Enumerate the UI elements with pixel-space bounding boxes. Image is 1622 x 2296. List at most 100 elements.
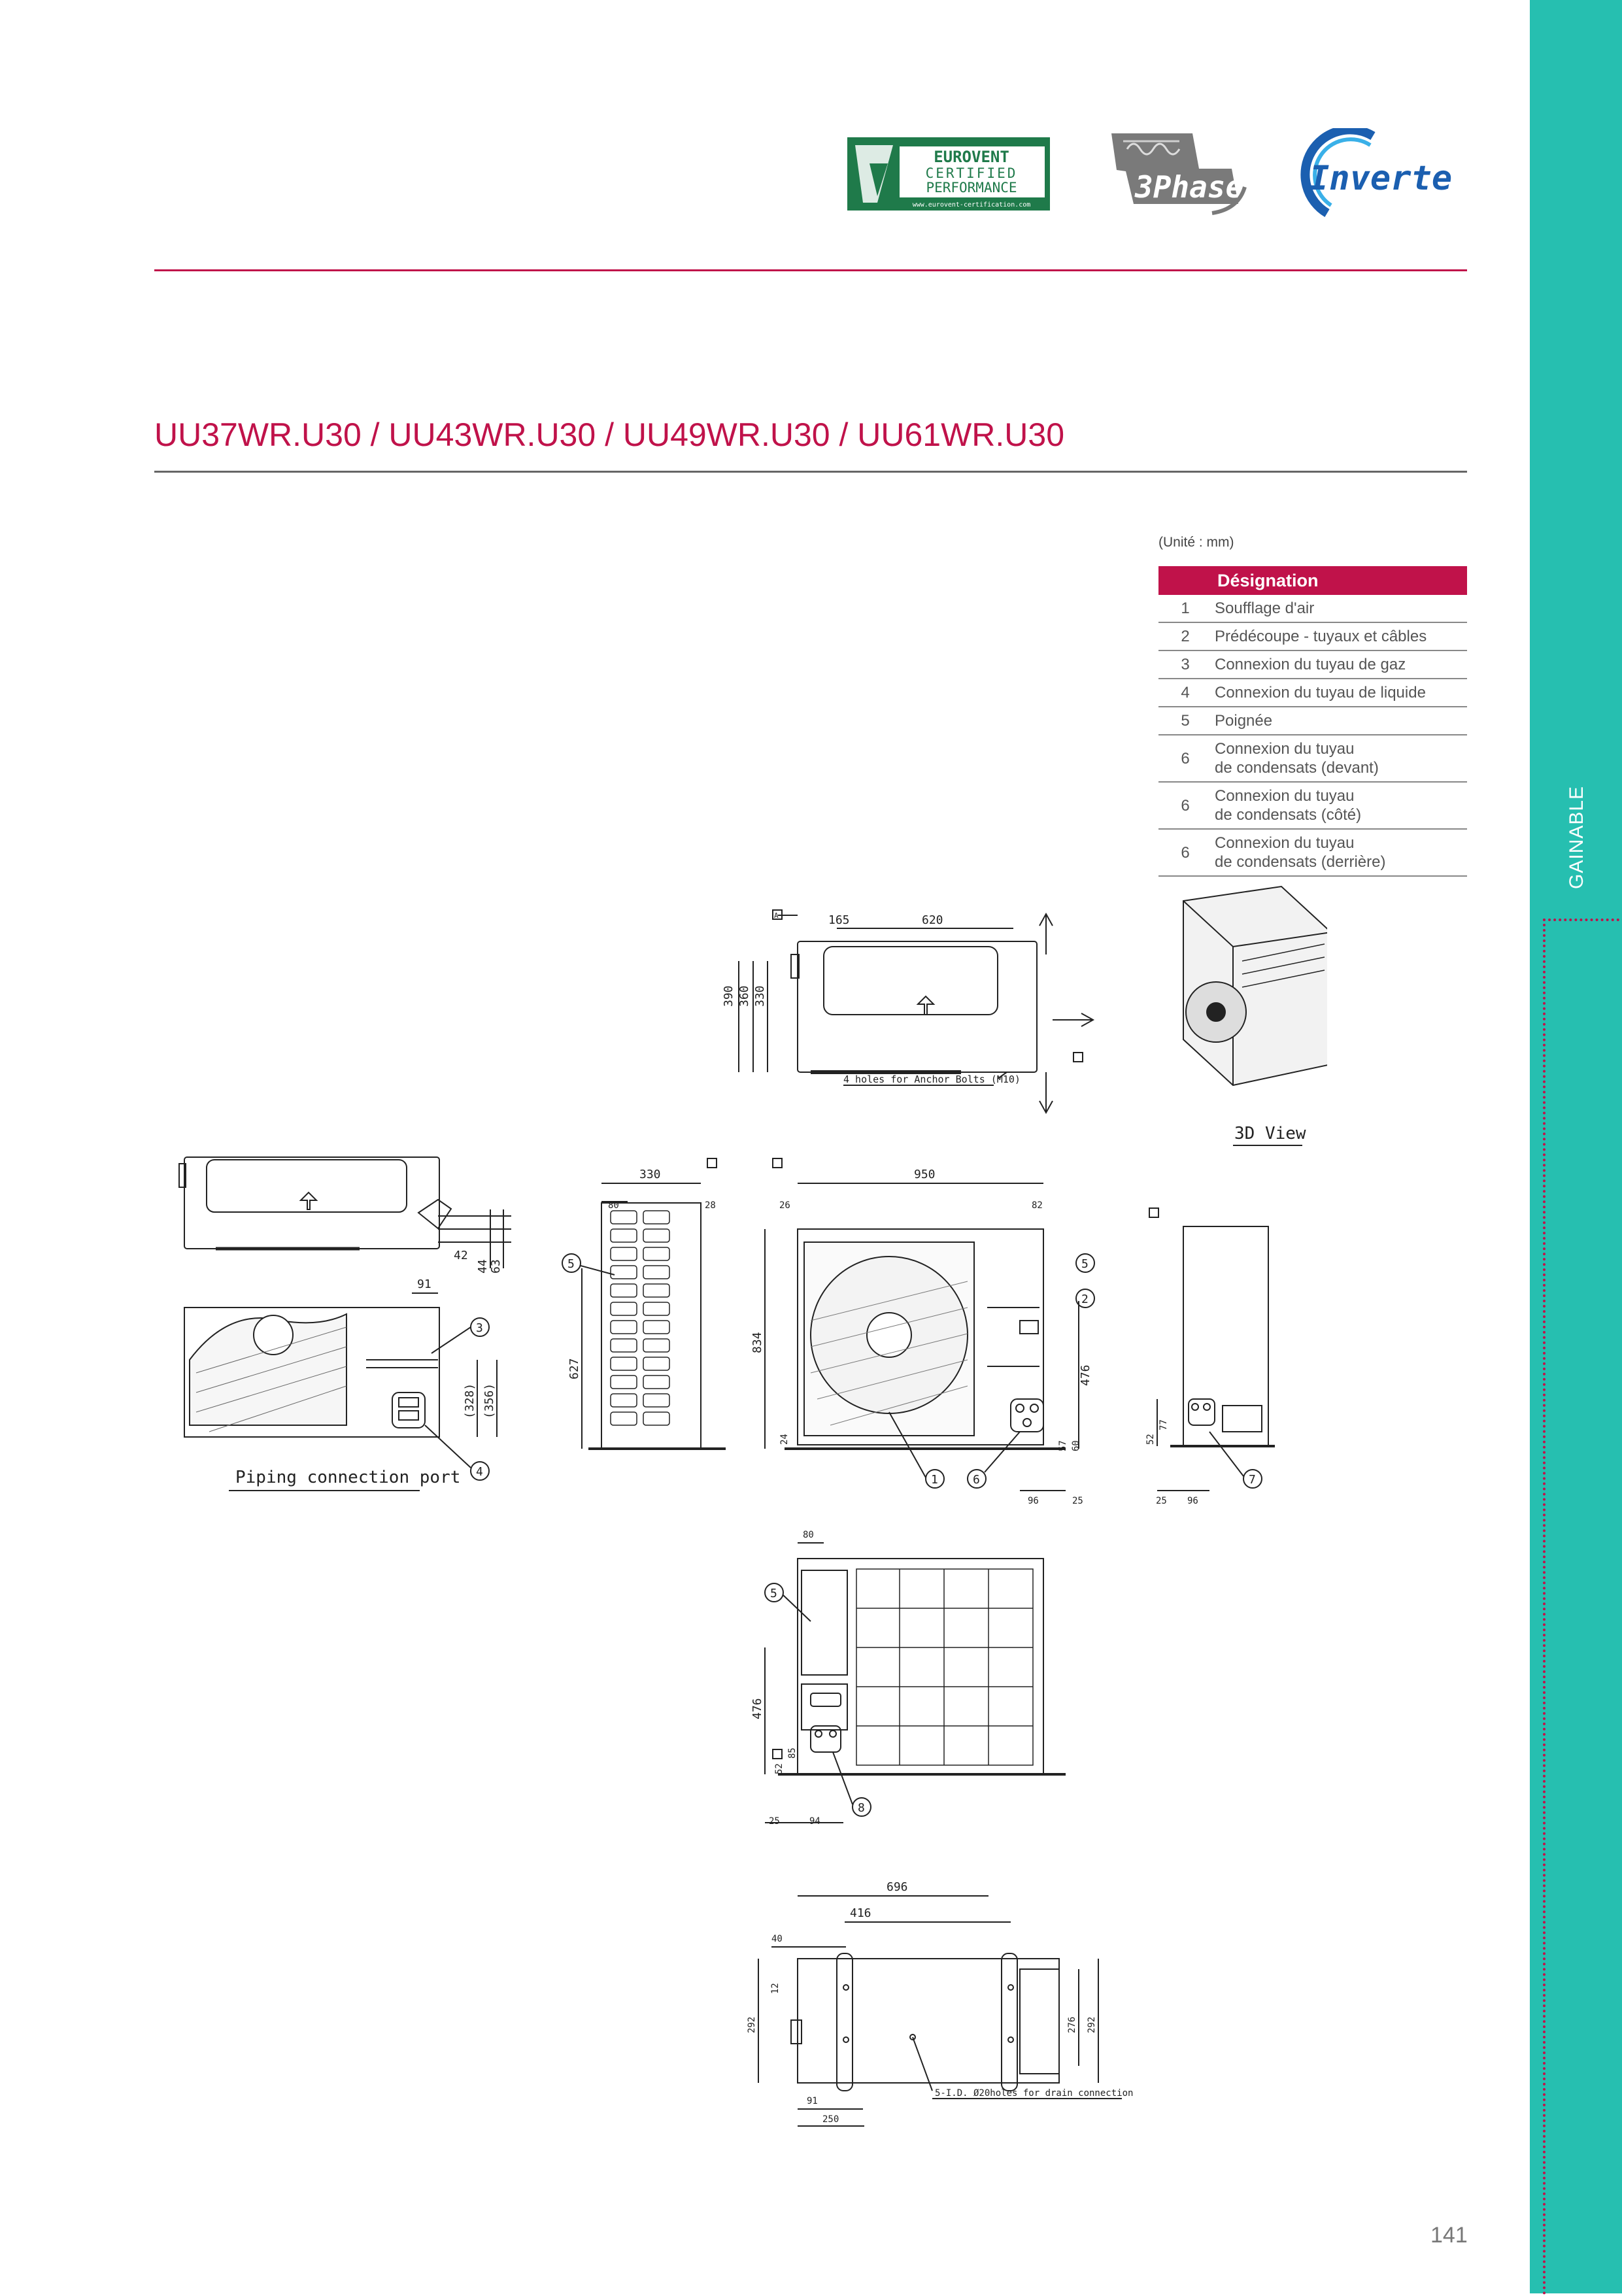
designation-line: Connexion du tuyau de gaz bbox=[1215, 656, 1406, 673]
row-number: 2 bbox=[1158, 622, 1212, 651]
svg-text:390: 390 bbox=[722, 985, 735, 1007]
svg-text:165: 165 bbox=[828, 913, 850, 927]
svg-text:A: A bbox=[774, 911, 779, 920]
svg-text:5-I.D. Ø20holes for drain conn: 5-I.D. Ø20holes for drain connection bbox=[935, 2088, 1133, 2099]
row-designation: Poignée bbox=[1212, 707, 1467, 735]
svg-text:834: 834 bbox=[751, 1332, 764, 1353]
svg-text:8: 8 bbox=[858, 1801, 865, 1815]
svg-text:6: 6 bbox=[973, 1473, 980, 1487]
svg-text:Inverter: Inverter bbox=[1309, 159, 1451, 198]
svg-text:82: 82 bbox=[1032, 1200, 1043, 1211]
svg-text:28: 28 bbox=[705, 1200, 716, 1211]
row-number: 6 bbox=[1158, 829, 1212, 877]
svg-text:52: 52 bbox=[774, 1763, 785, 1774]
svg-text:3D View: 3D View bbox=[1234, 1124, 1306, 1143]
svg-text:4 holes for Anchor Bolts (M10): 4 holes for Anchor Bolts (M10) bbox=[843, 1073, 1021, 1085]
title-rule bbox=[154, 471, 1467, 473]
svg-text:2: 2 bbox=[1081, 1292, 1089, 1306]
svg-text:5: 5 bbox=[1081, 1257, 1089, 1271]
left-view-top: 42 44 63 91 bbox=[178, 1156, 511, 1294]
svg-text:696: 696 bbox=[887, 1880, 908, 1894]
left-view-front: (328) (356) 3 4 Piping connection port bbox=[184, 1307, 498, 1491]
svg-text:5: 5 bbox=[770, 1587, 777, 1600]
svg-text:292: 292 bbox=[1087, 2017, 1097, 2033]
designation-line: Prédécoupe - tuyaux et câbles bbox=[1215, 628, 1427, 645]
svg-text:44: 44 bbox=[476, 1259, 490, 1274]
svg-text:25: 25 bbox=[769, 1816, 780, 1827]
svg-text:91: 91 bbox=[417, 1277, 431, 1291]
designation-line: de condensats (derrière) bbox=[1215, 853, 1386, 871]
eurovent-logo: EUROVENT CERTIFIED PERFORMANCE www.eurov… bbox=[847, 137, 1050, 211]
3d-view: 3D View bbox=[1183, 885, 1327, 1146]
svg-text:96: 96 bbox=[1028, 1496, 1039, 1506]
svg-text:96: 96 bbox=[1187, 1496, 1198, 1506]
dimension-drawings: A 165 620 390 360 330 4 holes for Anchor… bbox=[178, 885, 1327, 2127]
svg-text:(328): (328) bbox=[463, 1383, 477, 1419]
back-view: 80 476 52 85 25 94 5 8 bbox=[751, 1530, 1066, 1827]
page-title: UU37WR.U30 / UU43WR.U30 / UU49WR.U30 / U… bbox=[154, 416, 1065, 453]
row-number: 4 bbox=[1158, 679, 1212, 707]
row-number: 5 bbox=[1158, 707, 1212, 735]
svg-text:57: 57 bbox=[1058, 1440, 1068, 1451]
svg-text:26: 26 bbox=[779, 1200, 790, 1211]
svg-text:4: 4 bbox=[476, 1465, 483, 1479]
row-number: 1 bbox=[1158, 595, 1212, 623]
section-label: GAINABLE bbox=[1566, 785, 1587, 889]
designation-line: Connexion du tuyau de liquide bbox=[1215, 684, 1426, 701]
page-number: 141 bbox=[1430, 2223, 1468, 2248]
three-phase-logo: 3Phase bbox=[1111, 133, 1247, 215]
svg-text:12: 12 bbox=[770, 1983, 781, 1994]
right-view: 52 77 25 96 7 bbox=[1145, 1207, 1275, 1506]
svg-text:(356): (356) bbox=[482, 1383, 496, 1419]
row-designation: Soufflage d'air bbox=[1212, 595, 1467, 623]
designation-line: Soufflage d'air bbox=[1215, 599, 1315, 617]
svg-text:627: 627 bbox=[567, 1358, 581, 1379]
front-view: 950 26 82 834 24 476 96 25 57 60 5 2 1 6 bbox=[751, 1158, 1095, 1506]
svg-text:www.eurovent-certification.com: www.eurovent-certification.com bbox=[913, 201, 1031, 209]
svg-text:5: 5 bbox=[567, 1257, 575, 1271]
svg-text:476: 476 bbox=[1079, 1364, 1092, 1386]
svg-text:77: 77 bbox=[1158, 1419, 1169, 1430]
svg-text:416: 416 bbox=[850, 1906, 871, 1920]
svg-text:250: 250 bbox=[822, 2114, 839, 2125]
unit-note: (Unité : mm) bbox=[1158, 535, 1234, 550]
bottom-view: 696 416 40 292 12 91 250 276 292 5-I.D. … bbox=[747, 1880, 1133, 2127]
svg-text:25: 25 bbox=[1072, 1496, 1083, 1506]
svg-text:3: 3 bbox=[476, 1321, 483, 1335]
top-view: A 165 620 390 360 330 4 holes for Anchor… bbox=[722, 909, 1095, 1115]
svg-text:950: 950 bbox=[914, 1168, 936, 1181]
svg-text:24: 24 bbox=[779, 1434, 790, 1445]
header-rule bbox=[154, 269, 1467, 271]
svg-text:476: 476 bbox=[751, 1698, 764, 1719]
row-designation: Connexion du tuyau de gaz bbox=[1212, 650, 1467, 679]
side-view: 330 80 28 627 5 bbox=[562, 1158, 726, 1450]
designation-line: Connexion du tuyau bbox=[1215, 834, 1355, 852]
svg-text:63: 63 bbox=[489, 1259, 503, 1274]
svg-text:PERFORMANCE: PERFORMANCE bbox=[926, 180, 1017, 195]
svg-text:360: 360 bbox=[737, 985, 751, 1007]
svg-text:40: 40 bbox=[771, 1934, 783, 1944]
svg-text:292: 292 bbox=[747, 2017, 757, 2033]
svg-text:94: 94 bbox=[809, 1816, 820, 1827]
svg-text:80: 80 bbox=[608, 1200, 619, 1211]
row-number: 6 bbox=[1158, 735, 1212, 783]
designation-line: Connexion du tuyau bbox=[1215, 740, 1355, 758]
svg-text:80: 80 bbox=[803, 1530, 814, 1540]
svg-text:1: 1 bbox=[931, 1473, 938, 1487]
svg-text:91: 91 bbox=[807, 2096, 818, 2106]
svg-text:330: 330 bbox=[753, 985, 767, 1007]
svg-text:60: 60 bbox=[1071, 1440, 1081, 1451]
svg-text:CERTIFIED: CERTIFIED bbox=[926, 165, 1018, 181]
svg-text:330: 330 bbox=[639, 1168, 661, 1181]
